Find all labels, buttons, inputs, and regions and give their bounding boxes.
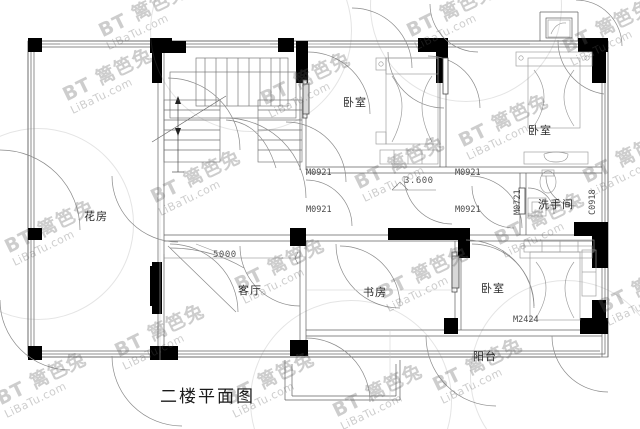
elevation-marker-label: 3.600 [404,176,434,186]
bed-lower [529,251,581,321]
furniture [375,19,597,321]
plan-title: 二楼平面图 [160,387,255,407]
room-label-flower-room: 花房 [84,210,108,223]
staircase [151,57,303,173]
structural-columns [28,38,608,360]
bed-top [385,57,439,145]
door-tag-m0921-b: M0921 [306,205,332,215]
bed-right [527,57,581,129]
room-label-study: 书房 [363,286,387,299]
door-tag-m0721: M0721 [513,189,523,215]
door-tag-m0921-d: M0921 [455,205,481,215]
room-label-balcony: 阳台 [473,350,497,363]
window-tag-c0918: C0918 [588,189,598,215]
grid-lines [159,200,455,400]
room-label-living-room: 客厅 [238,284,262,297]
door-tag-m0921-a: M0921 [306,168,332,178]
room-label-bedroom-low: 卧室 [481,282,505,295]
room-label-bedroom-right: 卧室 [528,124,552,137]
room-label-washroom: 洗手间 [538,198,574,211]
door-tag-m2424: M2424 [513,315,539,325]
room-label-bedroom-top: 卧室 [343,96,367,109]
dimension-label-width: 5000 [213,250,237,260]
door-swings [0,0,623,427]
dimension-lines [163,181,436,265]
door-tag-m0921-c: M0921 [455,168,481,178]
door-leaves [302,57,526,293]
